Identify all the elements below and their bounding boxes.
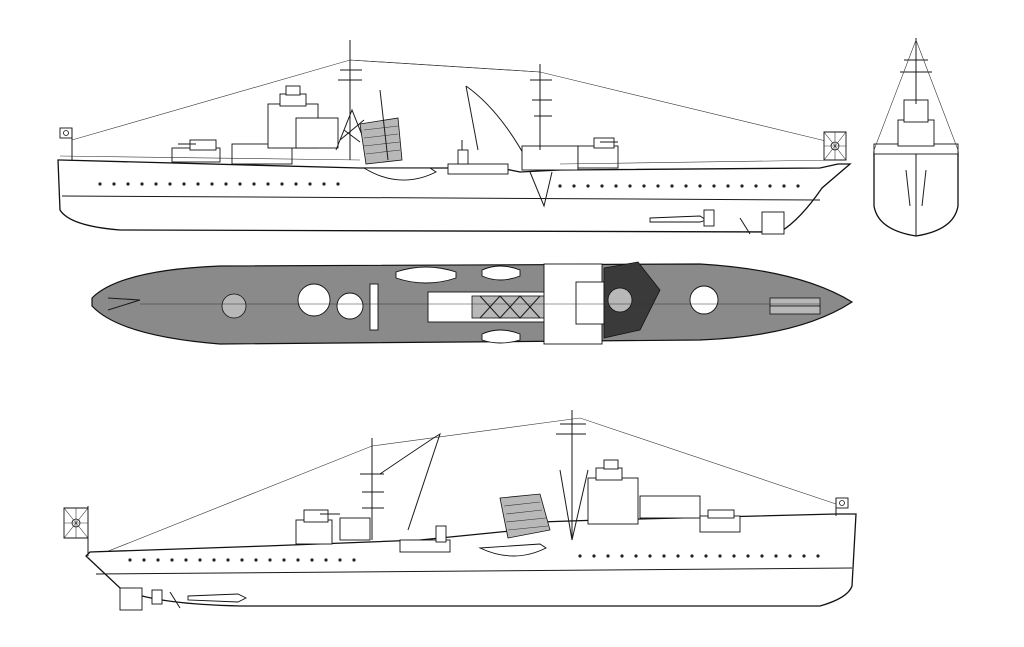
porthole — [782, 184, 786, 188]
starboard-profile-view — [57, 40, 852, 235]
porthole — [212, 558, 216, 562]
porthole — [726, 184, 730, 188]
porthole — [224, 182, 228, 186]
porthole — [112, 182, 116, 186]
porthole — [712, 184, 716, 188]
port-profile-view — [63, 410, 857, 611]
porthole — [662, 554, 666, 558]
porthole — [210, 182, 214, 186]
porthole — [322, 182, 326, 186]
starboard-portholes — [98, 182, 800, 188]
porthole — [294, 182, 298, 186]
deck-plan-view — [91, 261, 854, 345]
porthole — [226, 558, 230, 562]
porthole — [142, 558, 146, 562]
porthole — [238, 182, 242, 186]
porthole — [600, 184, 604, 188]
porthole — [648, 554, 652, 558]
porthole — [620, 554, 624, 558]
porthole — [718, 554, 722, 558]
porthole — [128, 558, 132, 562]
porthole — [324, 558, 328, 562]
porthole — [184, 558, 188, 562]
porthole — [802, 554, 806, 558]
porthole — [240, 558, 244, 562]
porthole — [642, 184, 646, 188]
porthole — [98, 182, 102, 186]
porthole — [126, 182, 130, 186]
porthole — [788, 554, 792, 558]
porthole — [684, 184, 688, 188]
porthole — [754, 184, 758, 188]
porthole — [796, 184, 800, 188]
porthole — [338, 558, 342, 562]
porthole — [816, 554, 820, 558]
porthole — [656, 184, 660, 188]
porthole — [732, 554, 736, 558]
porthole — [170, 558, 174, 562]
porthole — [558, 184, 562, 188]
porthole — [154, 182, 158, 186]
porthole — [698, 184, 702, 188]
porthole — [572, 184, 576, 188]
porthole — [254, 558, 258, 562]
porthole — [578, 554, 582, 558]
porthole — [690, 554, 694, 558]
porthole — [614, 184, 618, 188]
porthole — [670, 184, 674, 188]
porthole — [352, 558, 356, 562]
porthole — [198, 558, 202, 562]
porthole — [296, 558, 300, 562]
porthole — [156, 558, 160, 562]
starboard-hull — [57, 159, 852, 233]
bow-elevation-view — [873, 38, 959, 237]
porthole — [168, 182, 172, 186]
porthole — [268, 558, 272, 562]
porthole — [196, 182, 200, 186]
stern-ensign — [59, 127, 73, 139]
porthole — [336, 182, 340, 186]
bow-jack — [835, 497, 849, 509]
porthole — [606, 554, 610, 558]
porthole — [704, 554, 708, 558]
porthole — [182, 182, 186, 186]
porthole — [676, 554, 680, 558]
porthole — [628, 184, 632, 188]
porthole — [140, 182, 144, 186]
porthole — [266, 182, 270, 186]
porthole — [760, 554, 764, 558]
porthole — [634, 554, 638, 558]
porthole — [768, 184, 772, 188]
porthole — [586, 184, 590, 188]
porthole — [280, 182, 284, 186]
port-portholes — [128, 554, 820, 562]
porthole — [310, 558, 314, 562]
porthole — [746, 554, 750, 558]
porthole — [592, 554, 596, 558]
porthole — [740, 184, 744, 188]
porthole — [282, 558, 286, 562]
porthole — [252, 182, 256, 186]
porthole — [308, 182, 312, 186]
porthole — [774, 554, 778, 558]
